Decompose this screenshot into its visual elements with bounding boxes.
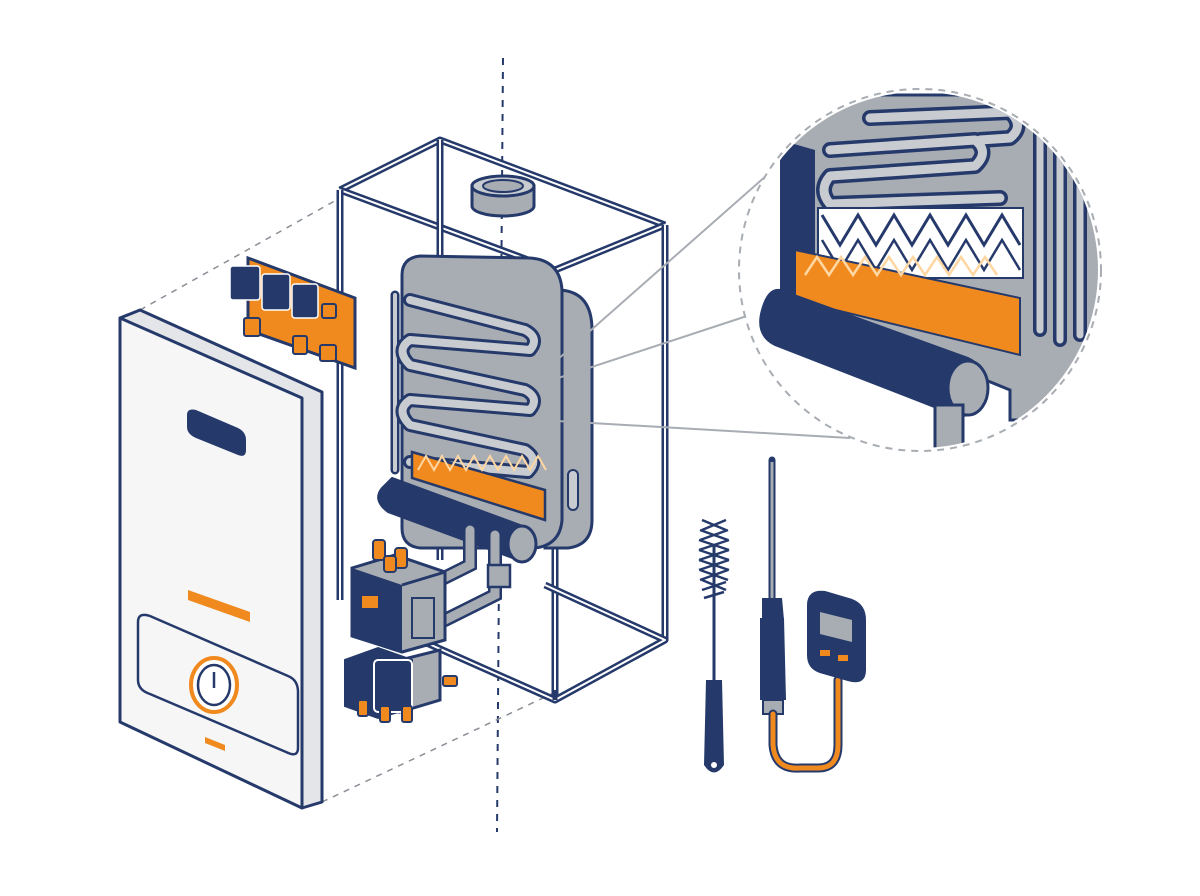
projection-lines xyxy=(139,197,561,803)
digital-thermometer-icon xyxy=(807,590,866,683)
temperature-probe-icon xyxy=(760,456,843,773)
gas-valve-icon xyxy=(350,539,447,654)
callout-lines xyxy=(539,167,851,439)
flue-collar-icon xyxy=(470,174,536,218)
control-board-icon xyxy=(229,255,357,371)
magnified-burner-detail-icon xyxy=(738,88,1102,452)
cleaning-brush-icon xyxy=(698,518,730,773)
water-valve-icon xyxy=(344,646,458,723)
front-cover-panel-icon xyxy=(118,308,324,810)
gas-pipes xyxy=(433,523,512,627)
